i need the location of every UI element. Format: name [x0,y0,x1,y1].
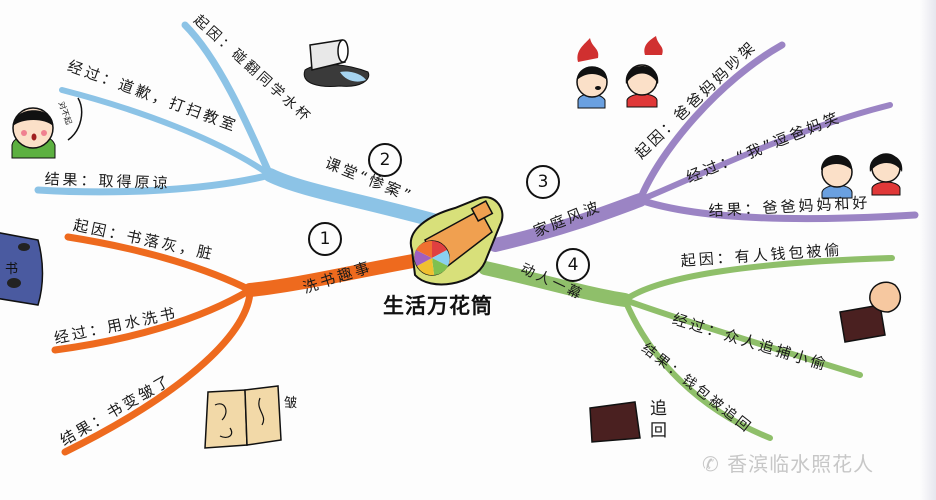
watermark-text: 香滨临水照花人 [727,452,875,476]
wrinkled-book-icon [204,385,282,449]
branch-1-number: 1 [308,222,342,256]
wechat-icon: ✆ [702,452,728,476]
branch-2-lines [34,21,447,229]
angry-parents-icon [576,36,663,109]
dirty-book-icon [0,232,44,306]
branch-2-result: 结果：取得原谅 [44,169,171,193]
wrinkle-label: 皱 [284,396,301,411]
branch-2-number: 2 [368,143,402,177]
watermark: ✆ 香滨临水照花人 [702,448,874,477]
branch-1-lines [51,233,437,456]
central-topic-title: 生活万花筒 [383,294,493,318]
page-edge-shadow [920,0,936,500]
branch-4-lines [478,255,895,441]
kaleidoscope-icon [409,196,504,286]
book-label: 书 [5,262,22,277]
apologizing-child-icon [11,97,83,159]
happy-parents-icon [821,153,903,199]
spilled-cup-icon [303,39,370,87]
stolen-wallet-icon [839,281,902,343]
branch-3-lines [488,41,919,252]
recovered-wallet-icon [589,401,641,443]
branch-4-number: 4 [556,248,590,282]
branch-3-number: 3 [526,165,560,199]
recover-label: 追回 [650,399,667,441]
